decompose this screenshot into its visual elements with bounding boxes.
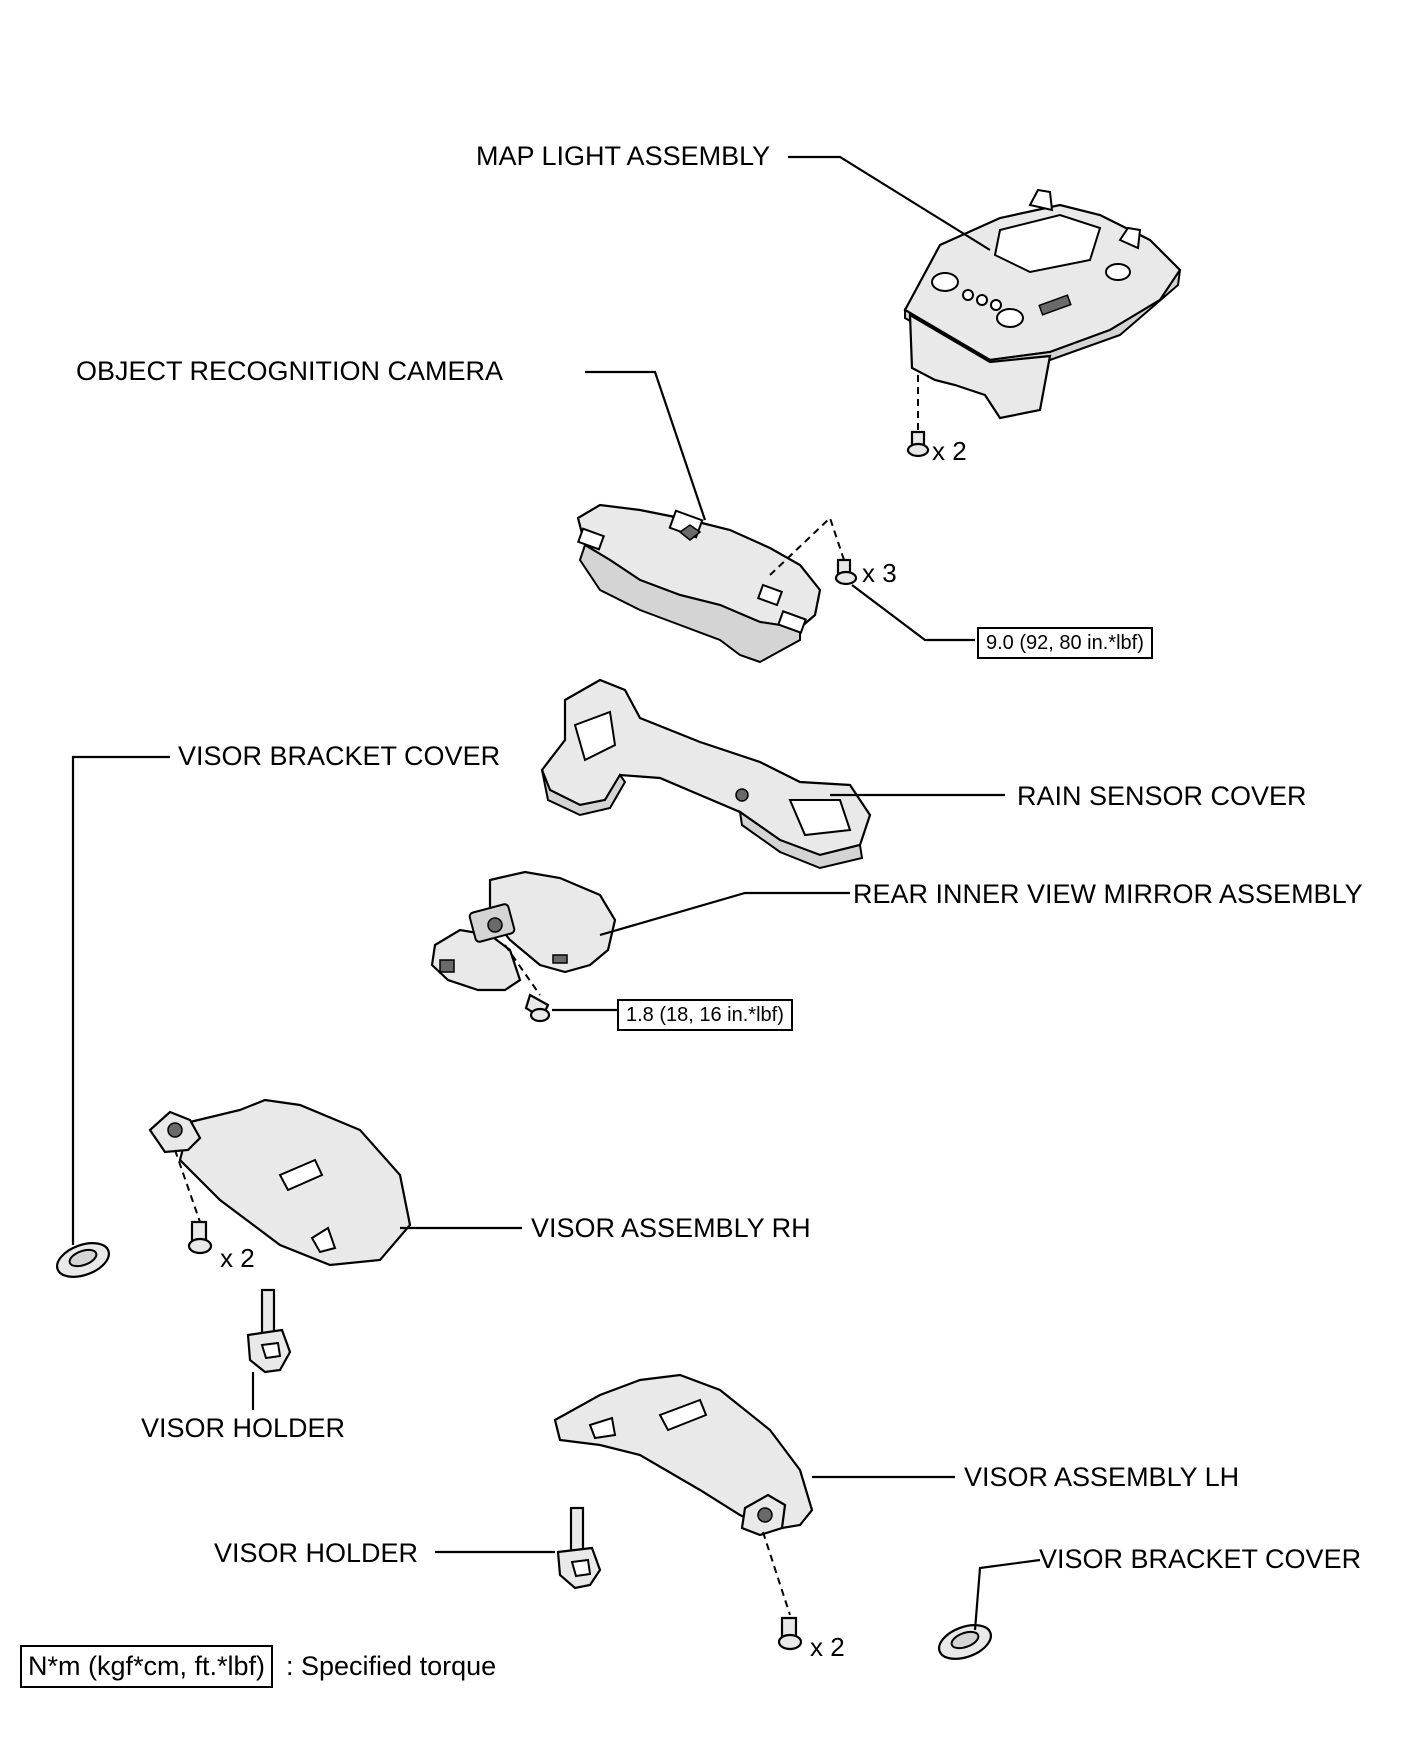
label-visor-holder-rh: VISOR HOLDER <box>141 1413 346 1443</box>
mirror-leader <box>599 891 850 937</box>
visor-holder-lh <box>556 1506 602 1590</box>
label-rain-sensor-cover: RAIN SENSOR COVER <box>1017 781 1307 811</box>
torque-camera: 9.0 (92, 80 in.*lbf) <box>977 627 1153 659</box>
mirror-screw <box>524 993 551 1023</box>
camera-screw-dashline <box>769 516 847 576</box>
visor-assembly-lh <box>553 1373 814 1537</box>
visor-assembly-rh <box>148 1098 412 1267</box>
label-visor-assembly-rh: VISOR ASSEMBLY RH <box>531 1213 811 1243</box>
visor-bracket-cover-lh-leader <box>973 1558 1041 1631</box>
qty-map-light-screws: x 2 <box>932 436 967 466</box>
visor-bracket-cover-rh-leader <box>71 755 170 1245</box>
torque-mirror: 1.8 (18, 16 in.*lbf) <box>617 999 793 1031</box>
label-visor-bracket-cover-lh: VISOR BRACKET COVER <box>1039 1544 1362 1574</box>
label-object-recognition-camera: OBJECT RECOGNITION CAMERA <box>76 356 504 386</box>
camera-screw <box>834 558 858 586</box>
visor-rh-screw <box>187 1220 213 1255</box>
visor-lh-screw-dashline <box>762 1531 791 1616</box>
mirror-screw-dashline <box>504 944 541 996</box>
label-map-light-assembly: MAP LIGHT ASSEMBLY <box>476 141 771 171</box>
qty-camera-screws: x 3 <box>862 558 897 588</box>
map-light-assembly <box>903 188 1182 420</box>
camera-leader <box>585 370 707 521</box>
legend-torque-text: : Specified torque <box>286 1651 497 1681</box>
label-visor-assembly-lh: VISOR ASSEMBLY LH <box>964 1462 1240 1492</box>
map-light-screw <box>906 430 930 458</box>
visor-rh-screw-dashline <box>174 1149 201 1223</box>
visor-bracket-cover-rh <box>56 1242 110 1278</box>
map-light-leader <box>788 155 991 251</box>
camera-torque-leader <box>851 584 975 642</box>
qty-visor-lh-screws: x 2 <box>810 1632 845 1662</box>
legend-torque-unit-box: N*m (kgf*cm, ft.*lbf) <box>20 1645 274 1688</box>
visor-lh-screw <box>777 1616 803 1651</box>
label-visor-holder-lh: VISOR HOLDER <box>214 1538 419 1568</box>
rear-inner-view-mirror <box>430 870 617 992</box>
rain-sensor-cover <box>540 678 872 870</box>
visor-bracket-cover-lh <box>938 1624 992 1660</box>
label-rear-inner-view-mirror: REAR INNER VIEW MIRROR ASSEMBLY <box>853 879 1363 909</box>
qty-visor-rh-screws: x 2 <box>220 1243 255 1273</box>
object-recognition-camera <box>576 503 822 664</box>
visor-holder-rh <box>246 1288 292 1374</box>
label-visor-bracket-cover-rh: VISOR BRACKET COVER <box>178 741 501 771</box>
